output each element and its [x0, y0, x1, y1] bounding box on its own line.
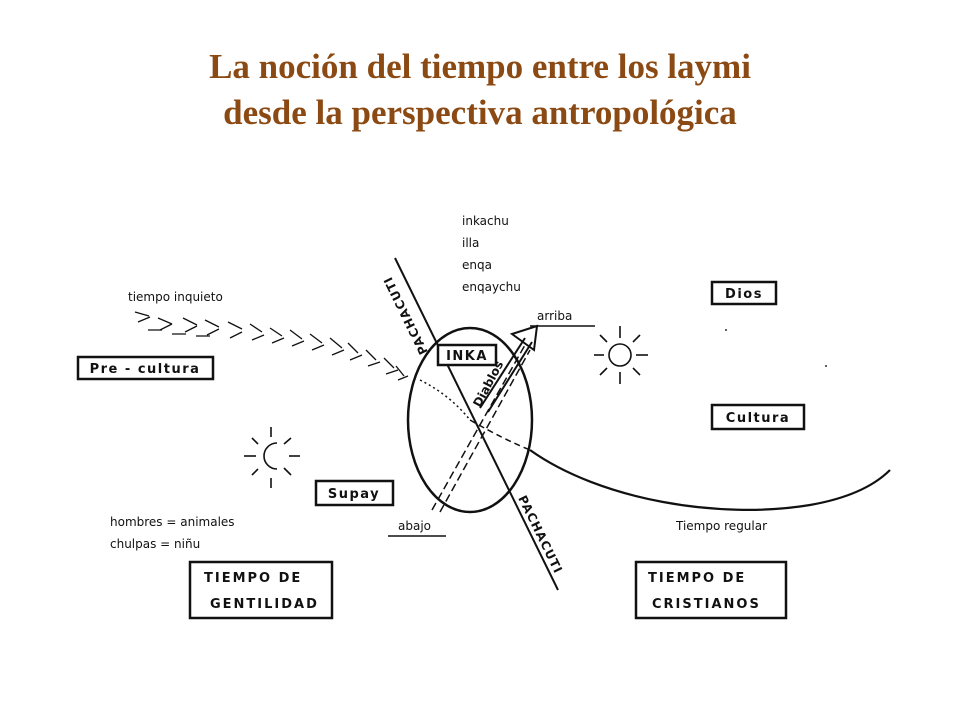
tiempo-regular-label: Tiempo regular — [675, 519, 767, 533]
pre-cultura-label: Pre - cultura — [90, 362, 201, 377]
arriba-arrow-head — [509, 324, 539, 352]
chulpas-line: chulpas = niñu — [110, 537, 200, 551]
speck-mark — [725, 329, 727, 331]
top-term: illa — [462, 236, 479, 250]
inka-label: INKA — [446, 349, 488, 364]
pachacuti-axis-line — [394, 257, 559, 591]
abajo-label: abajo — [398, 519, 431, 533]
gentilidad-line-2: GENTILIDAD — [210, 597, 319, 612]
crescent-moon-icon — [244, 427, 300, 488]
title-line-2: desde la perspectiva antropológica — [223, 93, 737, 132]
dashed-line-right — [469, 419, 531, 451]
slide-title: La noción del tiempo entre los laymi des… — [0, 44, 960, 136]
arriba-arrow-shaft-2 — [487, 341, 533, 413]
pachacuti-bottom-label: PACHACUTI — [515, 493, 565, 576]
title-line-1: La noción del tiempo entre los laymi — [209, 47, 751, 86]
sun-icon — [594, 326, 648, 384]
cristianos-line-1: TIEMPO DE — [648, 571, 746, 586]
dios-label: Dios — [725, 287, 763, 302]
diablos-dashed-line-2 — [439, 349, 531, 513]
inka-box — [436, 343, 498, 367]
tiempo-inquieto-label: tiempo inquieto — [128, 290, 223, 304]
top-term: enqaychu — [462, 280, 521, 294]
gentilidad-box — [188, 560, 334, 620]
hombres-line: hombres = animales — [110, 515, 235, 529]
dios-box — [710, 280, 778, 306]
top-term: inkachu — [462, 214, 509, 228]
speck-mark — [825, 365, 827, 367]
arriba-label: arriba — [537, 309, 572, 323]
top-terms-list: inkachu illa enqa enqaychu — [462, 214, 521, 294]
supay-box — [314, 479, 395, 507]
tiempo-regular-curve — [529, 449, 891, 511]
diablos-dashed-line-1 — [431, 344, 526, 511]
cultura-box — [710, 403, 806, 431]
pre-cultura-box — [76, 355, 215, 381]
arriba-arrow-shaft-1 — [479, 337, 526, 409]
dotted-line — [419, 379, 471, 421]
tiempo-inquieto-arrows — [134, 311, 409, 381]
supay-label: Supay — [328, 487, 380, 502]
central-ellipse — [406, 326, 534, 514]
top-term: enqa — [462, 258, 492, 272]
cristianos-box — [634, 560, 788, 620]
cristianos-line-2: CRISTIANOS — [652, 597, 761, 612]
gentilidad-line-1: TIEMPO DE — [204, 571, 302, 586]
cultura-label: Cultura — [726, 411, 790, 426]
